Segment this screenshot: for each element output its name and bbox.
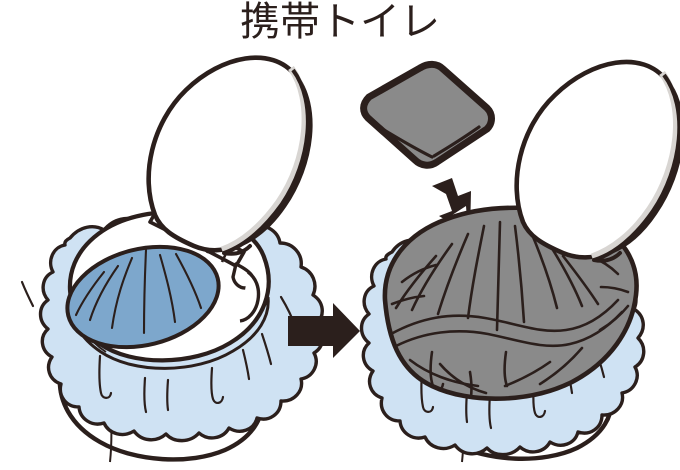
page-title: 携帯トイレ (240, 0, 440, 45)
panel-after (359, 59, 680, 463)
toilet-lid-right (514, 59, 680, 263)
bowl-interior-left (65, 244, 221, 350)
transition-arrow (288, 303, 360, 358)
absorbent-pad (360, 60, 495, 169)
panel-before (20, 55, 325, 463)
toilet-lid-left (146, 55, 313, 256)
